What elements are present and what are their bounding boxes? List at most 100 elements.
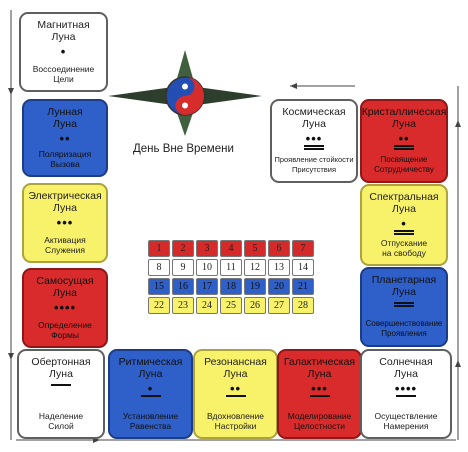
moon-title: Самосущая Луна <box>36 275 94 299</box>
moon-card-cosmic: Космическая Луна••• Проявление стойкости … <box>270 99 358 183</box>
calendar-day-cell: 20 <box>268 278 290 295</box>
moon-number-dots: •• <box>59 131 71 146</box>
moon-number-bar <box>51 384 71 386</box>
moon-number-bar <box>394 305 414 307</box>
moon-number-bar <box>304 148 324 150</box>
moon-number-dots: ••• <box>305 131 323 146</box>
calendar-day-cell: 6 <box>268 240 290 257</box>
calendar-day-cell: 17 <box>196 278 218 295</box>
moon-card-electric: Электрическая Луна••• Активация Служения <box>22 183 108 263</box>
day-out-of-time-label: День Вне Времени <box>133 143 234 155</box>
moon-number-dots: ••• <box>311 381 328 396</box>
moon-title: Спектральная Луна <box>369 191 439 215</box>
yin-yang-icon <box>165 76 205 116</box>
moon-number-dots: • <box>60 44 67 59</box>
moon-card-galactic: Галактическая Луна••• Моделирование Целос… <box>277 349 362 439</box>
moon-title: Лунная Луна <box>47 106 83 130</box>
moon-title: Электрическая Луна <box>28 190 102 214</box>
moon-number-bar <box>225 395 246 397</box>
calendar-day-cell: 27 <box>268 297 290 314</box>
calendar-day-cell: 13 <box>268 259 290 276</box>
calendar-day-cell: 16 <box>172 278 194 295</box>
moon-title: Космическая Луна <box>282 106 346 130</box>
moon-subtitle: Воссоединение Цели <box>32 64 95 84</box>
calendar-day-cell: 14 <box>292 259 314 276</box>
moon-subtitle: Определение Формы <box>38 320 92 340</box>
moon-number-dots: •••• <box>53 300 77 315</box>
bottom-triangle <box>176 110 194 136</box>
moon-number-bar <box>394 148 414 150</box>
moon-number-bar <box>394 233 414 235</box>
arrow-up-right-icon <box>455 360 461 367</box>
moon-title: Солнечная Луна <box>379 356 433 380</box>
calendar-day-cell: 24 <box>196 297 218 314</box>
moon-number-bar <box>394 230 414 232</box>
moon-title: Обертонная Луна <box>31 356 91 380</box>
moon-number-dots: • <box>401 216 407 231</box>
calendar-day-cell: 19 <box>244 278 266 295</box>
calendar-day-cell: 9 <box>172 259 194 276</box>
moon-number-bar <box>394 302 414 304</box>
arrow-left-top-icon <box>290 83 297 89</box>
emblem-logo <box>108 50 262 136</box>
moon-number-bar <box>309 395 330 397</box>
arrow-down-left2-icon <box>8 353 14 360</box>
moon-number-dots: • <box>147 381 154 396</box>
moon-subtitle: Проявление стойкости Присутствия <box>274 155 354 174</box>
moon-number-dots: •• <box>229 381 242 396</box>
calendar-day-cell: 8 <box>148 259 170 276</box>
moon-title: Магнитная Луна <box>37 19 90 43</box>
moon-title: Галактическая Луна <box>283 356 356 380</box>
arrow-up-right2-icon <box>455 120 461 127</box>
moon-title: Ритмическая Луна <box>118 356 183 380</box>
moon-number-dots: •• <box>398 131 410 146</box>
calendar-day-cell: 23 <box>172 297 194 314</box>
moon-subtitle: Наделение Силой <box>38 411 84 431</box>
moon-number-dots: •••• <box>394 381 418 396</box>
calendar-day-cell: 21 <box>292 278 314 295</box>
calendar-day-cell: 26 <box>244 297 266 314</box>
right-triangle <box>190 86 262 106</box>
moon-card-magnetic: Магнитная Луна• Воссоединение Цели <box>19 12 108 92</box>
top-triangle <box>176 50 194 82</box>
calendar-day-cell: 12 <box>244 259 266 276</box>
moon-number-bar <box>140 395 161 397</box>
moon-card-rhythmic: Ритмическая Луна• Установление Равенства <box>108 349 193 439</box>
calendar-day-cell: 22 <box>148 297 170 314</box>
moon-title: Кристаллическая Луна <box>361 106 447 130</box>
calendar-day-cell: 1 <box>148 240 170 257</box>
moon-subtitle: Вдохновление Настройки <box>206 411 264 431</box>
moon-title: Планетарная Луна <box>371 274 437 298</box>
moon-subtitle: Осуществление Намерения <box>374 411 438 431</box>
moon-subtitle: Моделирование Целостности <box>287 411 352 431</box>
moon-card-lunar: Лунная Луна••Поляризация Вызова <box>22 99 108 177</box>
arrow-down-left-icon <box>8 88 14 95</box>
moon-number-bar <box>304 145 324 147</box>
moon-subtitle: Отпускание на свободу <box>380 238 428 258</box>
moon-subtitle: Активация Служения <box>44 235 86 255</box>
moon-card-crystal: Кристаллическая Луна••Посвящение Сотрудн… <box>360 99 448 183</box>
left-triangle <box>108 86 180 106</box>
calendar-day-cell: 2 <box>172 240 194 257</box>
moon-subtitle: Установление Равенства <box>122 411 179 431</box>
calendar-day-cell: 5 <box>244 240 266 257</box>
calendar-day-cell: 7 <box>292 240 314 257</box>
calendar-day-cell: 3 <box>196 240 218 257</box>
calendar-day-cell: 18 <box>220 278 242 295</box>
moon-card-selfexisting: Самосущая Луна•••• Определение Формы <box>22 268 108 348</box>
calendar-day-cell: 10 <box>196 259 218 276</box>
moon-title: Резонансная Луна <box>204 356 267 380</box>
moon-card-solar: Солнечная Луна•••• Осуществление Намерени… <box>360 349 452 439</box>
calendar-day-cell: 28 <box>292 297 314 314</box>
moon-card-resonant: Резонансная Луна•• Вдохновление Настройки <box>193 349 278 439</box>
moon-card-spectral: Спектральная Луна• Отпускание на свободу <box>360 184 448 266</box>
moon-number-dots: ••• <box>56 215 74 230</box>
moon-number-bar <box>396 395 416 397</box>
moon-number-bar <box>394 145 414 147</box>
moon-subtitle: Совершенствование Проявления <box>365 319 443 338</box>
